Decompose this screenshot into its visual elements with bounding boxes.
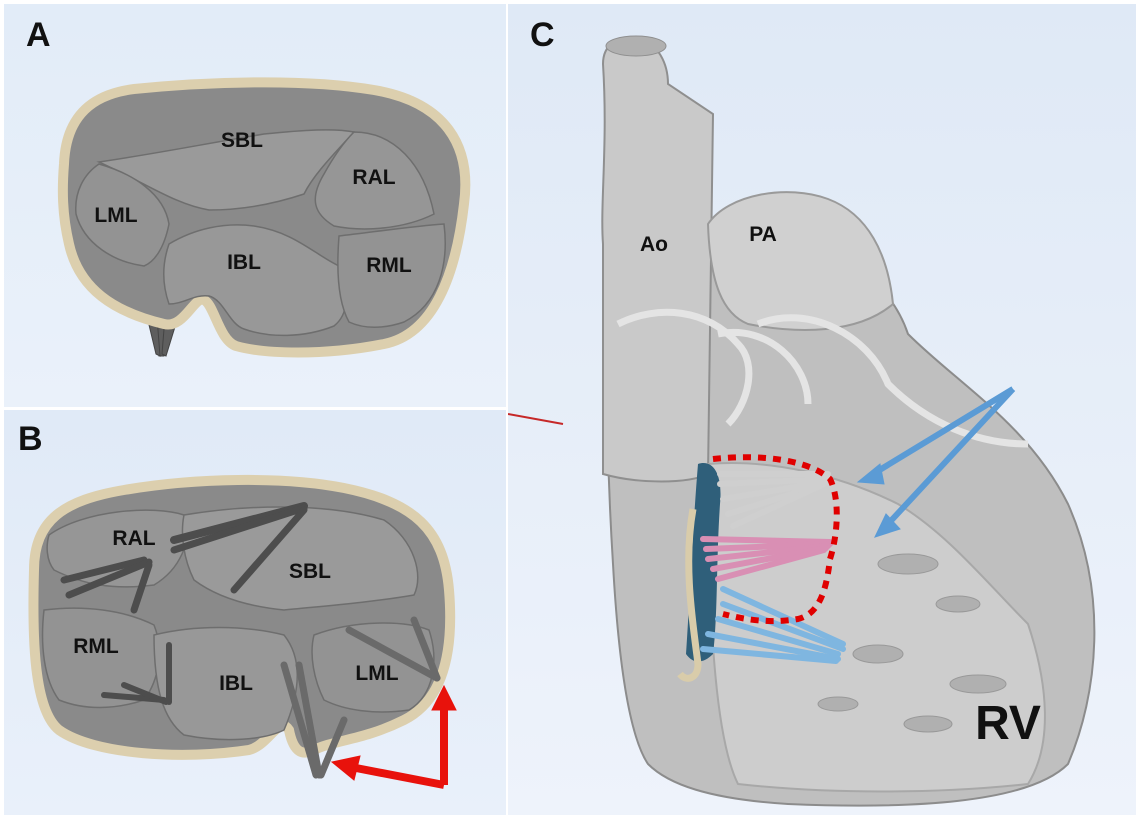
aorta [602, 38, 713, 481]
label-lml-a: LML [94, 204, 137, 227]
label-ral-a: RAL [352, 166, 395, 189]
panel-b: B [4, 410, 506, 815]
aorta-opening [606, 36, 666, 56]
pulmonary-artery [708, 192, 893, 330]
label-rv: RV [975, 697, 1041, 750]
label-rml-b: RML [73, 635, 119, 658]
label-sbl-b: SBL [289, 560, 331, 583]
label-pa: PA [749, 223, 777, 246]
label-ibl-a: IBL [227, 251, 261, 274]
valve-top-view-a: SBL RAL LML IBL RML [4, 4, 506, 407]
label-rml-a: RML [366, 254, 412, 277]
label-ral-b: RAL [112, 527, 155, 550]
panel-a: A SBL RAL LML IBL RML [4, 4, 506, 407]
red-line-stub [508, 414, 563, 424]
label-sbl-a: SBL [221, 129, 263, 152]
valve-top-view-b: RAL SBL RML IBL LML [4, 410, 506, 815]
panel-c: C [508, 4, 1136, 815]
sbl-leaflet-b [182, 507, 417, 610]
label-ibl-b: IBL [219, 672, 253, 695]
label-lml-b: LML [355, 662, 398, 685]
heart-model: Ao PA RV [508, 4, 1136, 815]
label-ao: Ao [640, 233, 668, 256]
